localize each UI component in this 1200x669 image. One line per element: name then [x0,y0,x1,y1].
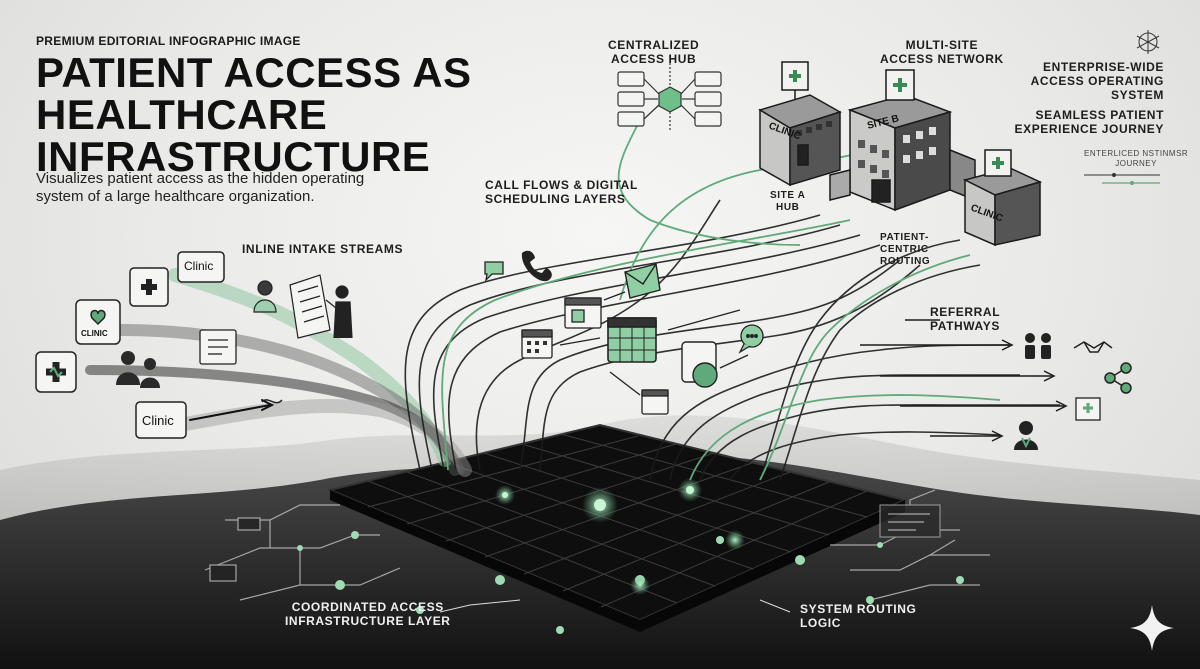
clinic-sign-3 [135,401,187,439]
site-b-building [829,69,976,212]
subtitle: Visualizes patient access as the hidden … [36,170,364,206]
seamless-line-1: SEAMLESS PATIENT [1035,108,1164,122]
centralized-access-hub-diagram [617,55,722,130]
enterprise-line-3: SYSTEM [1111,88,1164,102]
site-a-line-1: SITE A [770,190,806,201]
heart-hands-icon [75,299,121,345]
site-a-line-2: HUB [776,202,800,213]
site-a-hub-label: SITE A HUB [770,190,805,214]
coordinated-line-1: COORDINATED ACCESS [291,600,444,614]
subtitle-line-2: system of a large healthcare organizatio… [36,188,315,205]
family-icon [116,351,160,388]
subtitle-line-1: Visualizes patient access as the hidden … [36,170,365,187]
scheduling-arrows [559,291,749,396]
referral-line-2: PATHWAYS [930,319,1000,333]
hexagon-logo-icon [1136,30,1160,54]
sparkle-icon [1130,605,1174,651]
call-flows-line-2: SCHEDULING LAYERS [485,192,626,206]
clipboard-icon [199,329,237,365]
calendar-icon-left [521,329,553,359]
seamless-line-2: EXPERIENCE JOURNEY [1014,122,1164,136]
people-icon [1025,333,1051,359]
patient-centric-routing-label: PATIENT- CENTRIC ROUTING [880,232,930,268]
coordinated-line-2: INFRASTRUCTURE LAYER [285,614,451,628]
clinic-cross-icon [129,267,169,307]
title-line-3: INFRASTRUCTURE [36,133,431,180]
mobile-device-icon [681,341,718,388]
phone-icon [521,250,552,282]
legend-line-1: ENTERLICED NSTINMSR [1084,149,1189,158]
centralized-hub-label: CENTRALIZED ACCESS HUB [608,38,699,66]
chat-bubble-icon [484,261,504,282]
routing-line-2: CENTRIC [880,244,929,255]
system-routing-line-2: LOGIC [800,616,841,630]
share-network-icon [1104,362,1132,394]
medical-cross-icon [35,351,77,393]
referral-arrows [860,319,1068,442]
clinic-sign-1-text: Clinic [184,259,214,273]
routing-flow-lines [404,199,1060,481]
coordinated-access-label: COORDINATED ACCESS INFRASTRUCTURE LAYER [285,600,451,628]
clinic-building-left [758,61,842,187]
referral-line-1: REFERRAL [930,305,1001,319]
legend-caption: ENTERLICED NSTINMSR JOURNEY [1084,149,1188,169]
call-flows-label: CALL FLOWS & DIGITAL SCHEDULING LAYERS [485,178,638,206]
kicker-label: PREMIUM EDITORIAL INFOGRAPHIC IMAGE [36,34,301,48]
centralized-hub-line-1: CENTRALIZED [608,38,700,52]
inline-intake-label: INLINE INTAKE STREAMS [242,242,404,256]
title-line-1: PATIENT ACCESS AS [36,49,472,96]
multi-site-network-label: MULTI-SITE ACCESS NETWORK [880,38,1004,66]
hospital-icon [1075,397,1101,421]
speech-bubble-icon [738,324,764,354]
clinic-sign-1 [177,251,225,283]
grid-glow-nodes [495,478,745,595]
clinic-building-right [962,149,1043,247]
routing-line-3: ROUTING [880,256,931,267]
page-title: PATIENT ACCESS AS HEALTHCARE INFRASTRUCT… [36,52,472,178]
title-line-2: HEALTHCARE [36,91,328,138]
envelope-icon [624,263,661,299]
wave-glyph [261,399,283,404]
browser-window-icon [564,297,602,329]
calendar-icon-small [641,389,669,415]
circuit-traces-right [830,489,990,601]
enterprise-line-1: ENTERPRISE-WIDE [1042,60,1164,74]
clinic-sign-3-text: Clinic [142,413,174,428]
legend-lines [1084,173,1160,185]
legend-line-2: JOURNEY [1115,159,1157,168]
doctor-icon [1014,421,1038,450]
enterprise-system-label: ENTERPRISE-WIDE ACCESS OPERATING SYSTEM [1031,60,1164,102]
handshake-icon [1073,341,1113,353]
routing-line-1: PATIENT- [880,232,929,243]
label-leader-lines [439,599,791,613]
multi-site-line-2: ACCESS NETWORK [880,52,1004,66]
clinic-sign-2-text: CLINIC [81,329,108,338]
presenter-icon [253,274,353,339]
multi-site-line-1: MULTI-SITE [905,38,979,52]
centralized-hub-line-2: ACCESS HUB [610,52,697,66]
calendar-icon-center [607,317,657,363]
seamless-journey-label: SEAMLESS PATIENT EXPERIENCE JOURNEY [1014,108,1164,136]
system-routing-line-1: SYSTEM ROUTING [800,602,917,616]
enterprise-line-2: ACCESS OPERATING [1030,74,1164,88]
referral-pathways-label: REFERRAL PATHWAYS [930,305,1000,333]
call-flows-line-1: CALL FLOWS & DIGITAL [485,178,638,192]
system-routing-label: SYSTEM ROUTING LOGIC [800,602,916,630]
circuit-traces-left [204,504,401,601]
